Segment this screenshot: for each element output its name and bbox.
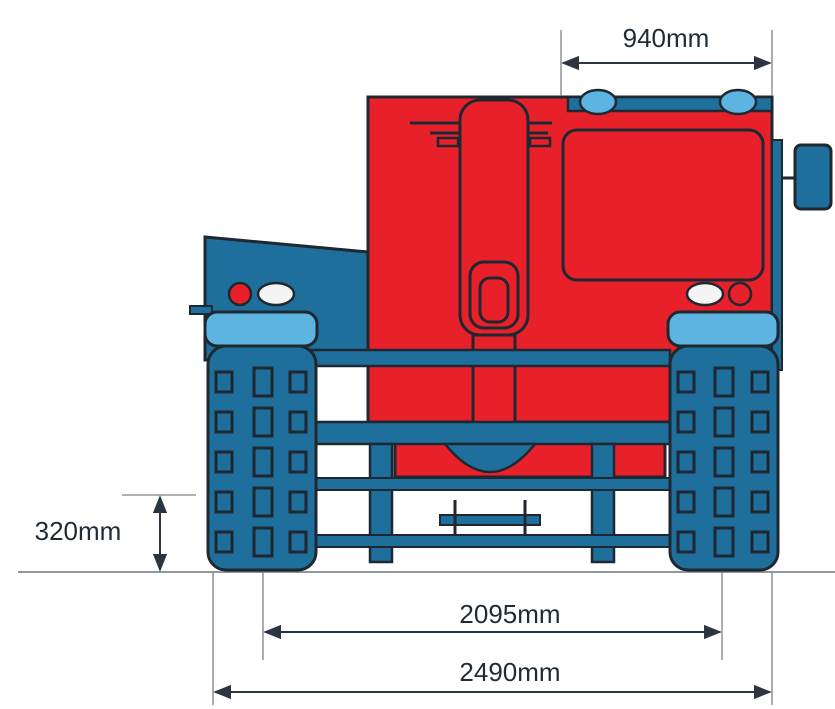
drawbar: [439, 514, 541, 526]
cab-width-label: 940mm: [623, 23, 710, 53]
middle-crossbar: [310, 420, 672, 446]
lower-crossbar: [311, 534, 671, 548]
boom-lug-right: [528, 136, 552, 148]
left-mirror-arm: [189, 305, 213, 315]
differential-housing: [442, 442, 538, 474]
left-frame-leg: [368, 442, 394, 564]
track-label: 2095mm: [459, 599, 560, 629]
overall-label: 2490mm: [459, 657, 560, 687]
roof-light-left: [578, 88, 618, 116]
axle-bar: [311, 477, 671, 491]
side-mirror: [793, 143, 833, 211]
right-red-lamp: [727, 281, 753, 307]
right-frame-leg: [590, 442, 616, 564]
left-red-lamp: [227, 281, 253, 307]
right-tyre: [668, 344, 780, 572]
boom-head-inner: [478, 276, 510, 324]
rear-window: [561, 128, 765, 282]
upper-crossbar: [310, 348, 672, 368]
right-white-lamp: [685, 281, 725, 307]
left-fender: [203, 310, 319, 348]
boom-lug-left: [436, 136, 460, 148]
left-tyre: [206, 344, 318, 572]
right-fender: [666, 310, 780, 348]
clearance-label: 320mm: [35, 516, 122, 546]
left-white-lamp: [256, 281, 296, 307]
roof-light-right: [718, 88, 758, 116]
